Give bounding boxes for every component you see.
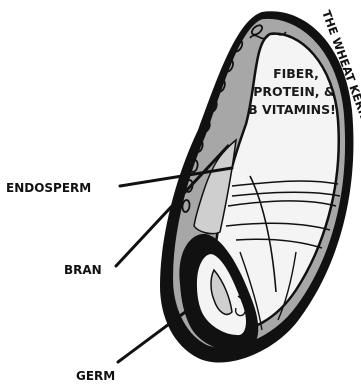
callout-line-3: B VITAMINS! bbox=[248, 102, 336, 117]
callout-line-2: PROTEIN, & bbox=[253, 84, 335, 99]
germ-label: GERM bbox=[76, 369, 115, 383]
callout-line-1: FIBER, bbox=[273, 66, 319, 81]
endosperm-label: ENDOSPERM bbox=[6, 181, 91, 195]
bran-label: BRAN bbox=[64, 263, 102, 277]
